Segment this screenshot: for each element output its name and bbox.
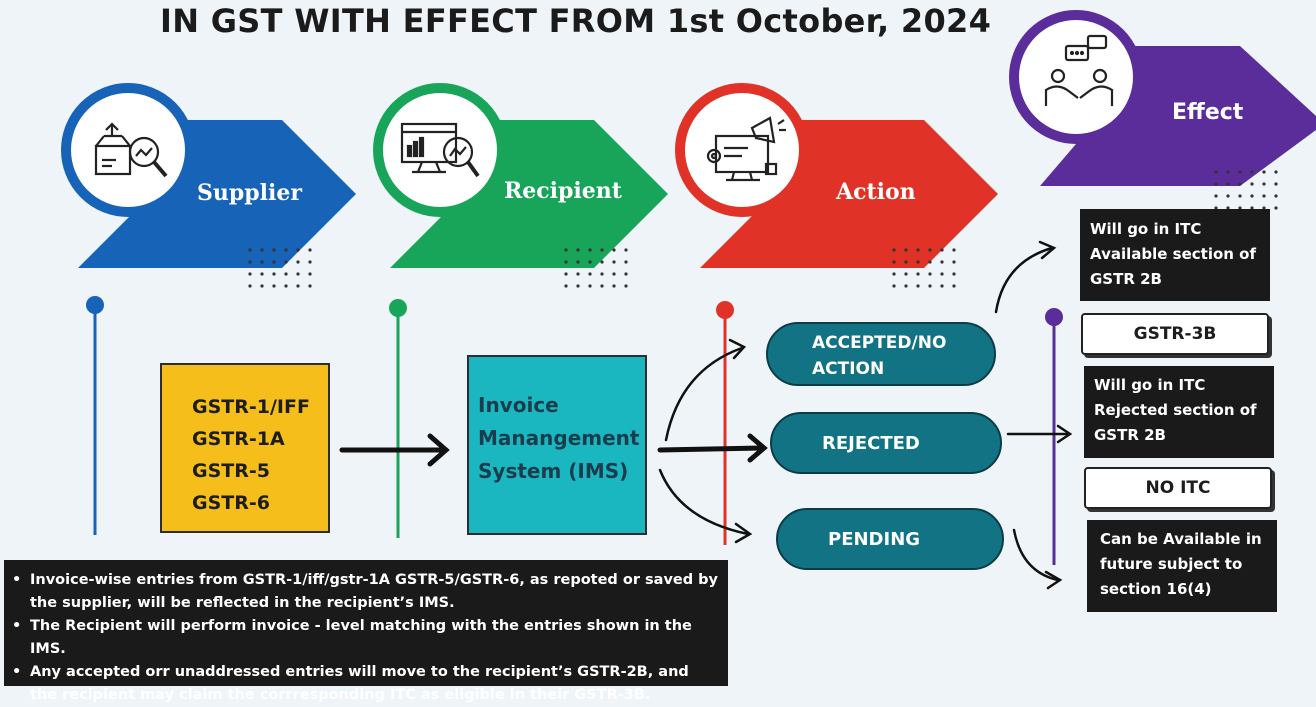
itc-rejected-line: GSTR 2B <box>1094 426 1166 444</box>
returns-line: GSTR-1/IFF <box>192 396 310 418</box>
recipient-pin-dot <box>389 299 407 317</box>
gstr3b-label: GSTR-3B <box>1133 324 1217 344</box>
dot-pattern-2 <box>564 248 628 288</box>
discussion-people-icon <box>1044 34 1114 106</box>
itc-rejected-line: Rejected section of <box>1094 401 1257 419</box>
recipient-icon-ring <box>373 83 507 217</box>
pending-pill: PENDING <box>776 508 1004 570</box>
note-item: •Any accepted orr unaddressed entries wi… <box>12 661 720 707</box>
ims-line: Invoice <box>478 393 559 417</box>
dot-pattern-1 <box>248 248 312 288</box>
ims-line: System (IMS) <box>478 459 629 483</box>
ims-box: Invoice Manangement System (IMS) <box>467 355 647 535</box>
returns-line: GSTR-5 <box>192 460 270 482</box>
recipient-label: Recipient <box>504 178 622 204</box>
no-itc-label: NO ITC <box>1145 478 1211 498</box>
future-line: section 16(4) <box>1100 580 1212 598</box>
monitor-megaphone-icon <box>706 116 786 182</box>
pending-label: PENDING <box>828 528 921 550</box>
action-label: Action <box>836 179 916 205</box>
gstr3b-box: GSTR-3B <box>1081 313 1269 355</box>
note-text: Invoice-wise entries from GSTR-1/iff/gst… <box>30 572 718 611</box>
supplier-pin-dot <box>86 296 104 314</box>
rejected-label: REJECTED <box>822 432 920 454</box>
itc-available-line: Will go in ITC <box>1090 220 1202 238</box>
connector-ims-to-rejected <box>657 433 768 463</box>
monitor-chart-search-icon <box>400 122 480 178</box>
action-pin-dot <box>716 301 734 319</box>
flow-arrows <box>61 10 1316 590</box>
future-line: Can be Available in <box>1100 530 1262 548</box>
supplier-label: Supplier <box>197 180 302 206</box>
accepted-line: ACCEPTED/NO <box>812 333 947 353</box>
dot-pattern-3 <box>892 248 956 288</box>
ims-line: Manangement <box>478 426 640 450</box>
accepted-line: ACTION <box>812 359 885 379</box>
itc-rejected-line: Will go in ITC <box>1094 376 1206 394</box>
itc-available-line: Available section of <box>1090 245 1256 263</box>
itc-rejected-box: Will go in ITC Rejected section of GSTR … <box>1084 366 1274 458</box>
effect-pin-dot <box>1045 308 1063 326</box>
future-box: Can be Available in future subject to se… <box>1087 520 1277 612</box>
connector-ims-to-accepted <box>664 338 747 442</box>
note-item: •The Recipient will perform invoice - le… <box>12 615 720 661</box>
itc-available-box: Will go in ITC Available section of GSTR… <box>1080 209 1270 301</box>
no-itc-box: NO ITC <box>1084 467 1272 509</box>
rejected-pill: REJECTED <box>770 412 1002 474</box>
effect-label: Effect <box>1172 100 1244 125</box>
dot-pattern-4 <box>1214 170 1278 210</box>
future-line: future subject to <box>1100 555 1243 573</box>
connector-returns-to-ims <box>339 433 450 467</box>
returns-box: GSTR-1/IFF GSTR-1A GSTR-5 GSTR-6 <box>160 363 330 533</box>
note-item: •Invoice-wise entries from GSTR-1/iff/gs… <box>12 569 720 615</box>
connector-accepted-to-available <box>994 240 1057 314</box>
note-text: Any accepted orr unaddressed entries wil… <box>30 664 689 703</box>
package-search-icon <box>94 122 168 178</box>
returns-line: GSTR-1A <box>192 428 285 450</box>
supplier-icon-ring <box>61 83 195 217</box>
returns-line: GSTR-6 <box>192 492 270 514</box>
action-icon-ring <box>675 83 809 217</box>
effect-icon-ring <box>1009 10 1143 144</box>
connector-pending-to-future <box>1012 528 1063 590</box>
notes-panel: •Invoice-wise entries from GSTR-1/iff/gs… <box>4 560 728 703</box>
note-text: The Recipient will perform invoice - lev… <box>30 618 692 657</box>
itc-available-line: GSTR 2B <box>1090 270 1162 288</box>
connector-ims-to-pending <box>658 468 753 544</box>
page-title: IN GST WITH EFFECT FROM 1st October, 202… <box>160 2 992 40</box>
accepted-pill: ACCEPTED/NO ACTION <box>766 322 996 386</box>
connector-rejected-to-itc-rejected <box>1006 424 1073 444</box>
